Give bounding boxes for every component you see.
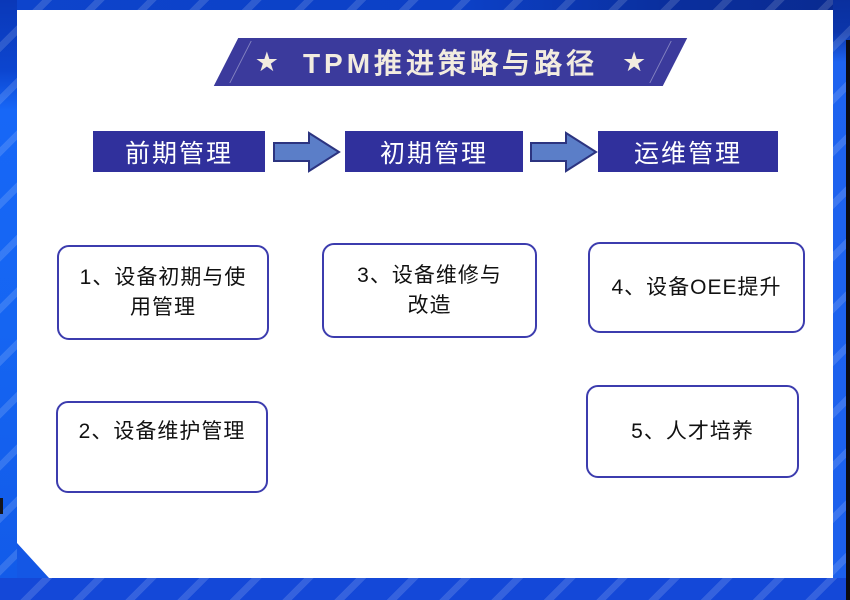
flow-arrow-icon (271, 129, 343, 175)
item-text: 3、设备维修与 改造 (357, 264, 502, 317)
frame-right-border (833, 0, 850, 600)
frame-left-black-notch (0, 498, 3, 514)
item-box-3: 3、设备维修与 改造 (322, 243, 537, 338)
item-text: 5、人才培养 (631, 419, 754, 443)
frame-left-border (0, 0, 17, 600)
frame-bottom-border (0, 578, 850, 600)
item-box-5: 5、人才培养 (586, 385, 799, 478)
stage-box-early-management: 前期管理 (93, 131, 265, 172)
stage-box-operation-management: 运维管理 (598, 131, 778, 172)
item-box-4: 4、设备OEE提升 (588, 242, 805, 333)
item-box-2: 2、设备维护管理 (56, 401, 268, 493)
frame-top-border (0, 0, 850, 10)
flow-arrow-icon (528, 129, 600, 175)
title-banner-content: ★ TPM推进策略与路径 ★ (213, 38, 688, 86)
star-icon: ★ (254, 46, 279, 77)
item-text: 2、设备维护管理 (78, 420, 246, 443)
stage-label: 运维管理 (633, 139, 742, 168)
item-box-1: 1、设备初期与使 用管理 (57, 245, 269, 340)
item-text: 4、设备OEE提升 (611, 275, 782, 299)
frame-right-black-edge (846, 40, 850, 600)
stage-label: 前期管理 (124, 139, 233, 168)
stage-label: 初期管理 (379, 139, 488, 168)
page-title: TPM推进策略与路径 (302, 48, 599, 79)
frame-corner-bottom-left (17, 543, 49, 578)
item-text: 1、设备初期与使 用管理 (79, 266, 247, 319)
stage-box-initial-management: 初期管理 (345, 131, 523, 172)
star-icon: ★ (622, 46, 647, 77)
